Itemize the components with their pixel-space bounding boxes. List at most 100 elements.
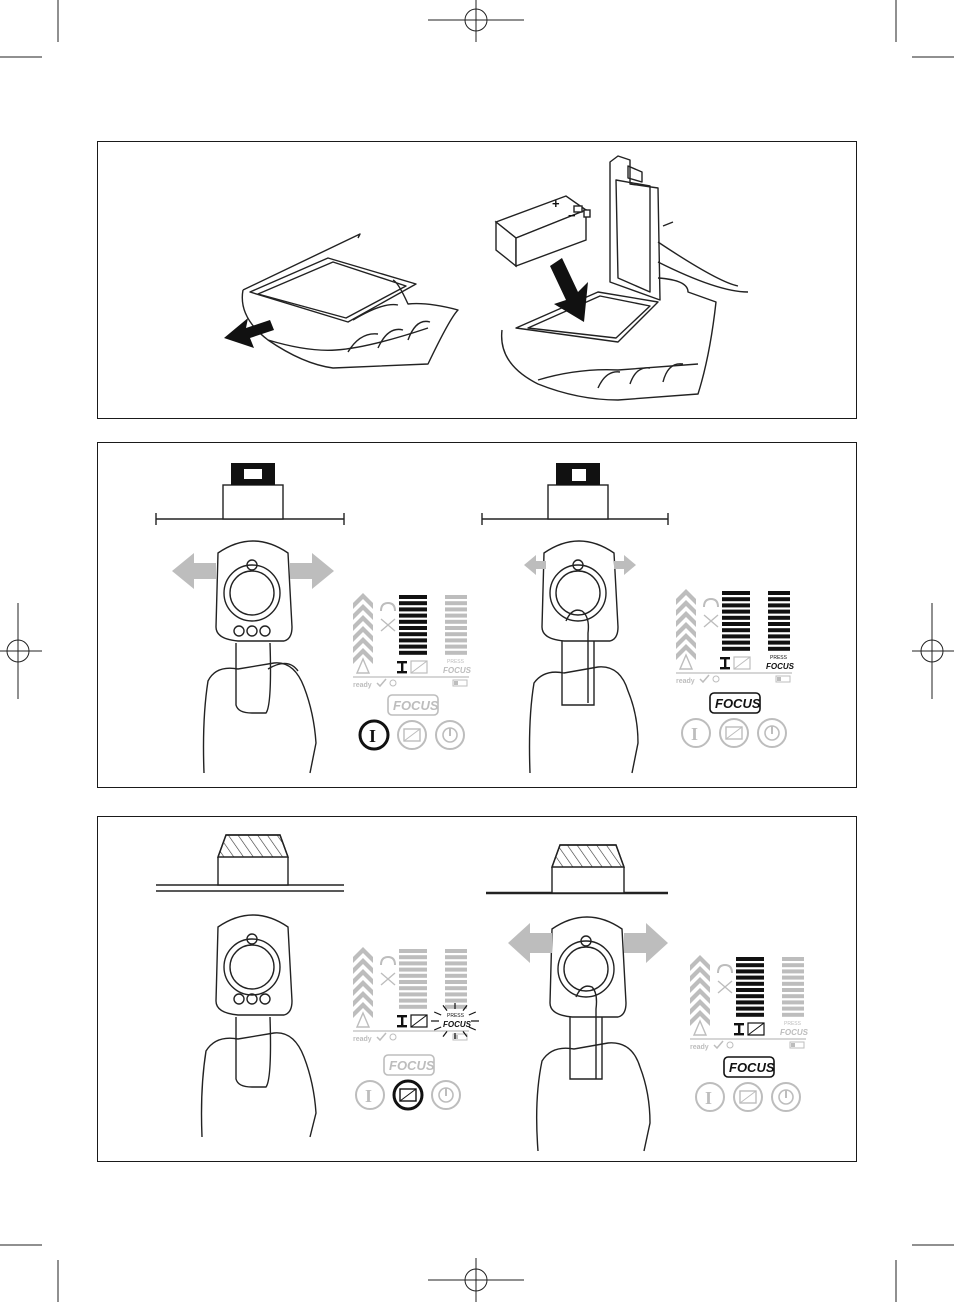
metal-button-symbol: I: [369, 726, 376, 746]
metal-level-bar: [722, 597, 750, 602]
magnet-icon: [717, 963, 733, 974]
metal-level-bar: [399, 619, 427, 624]
insert-arrow: [550, 258, 588, 322]
depth-level-bar: [768, 609, 790, 614]
focus-button-label: FOCUS: [729, 1060, 775, 1075]
battery-level-icon: [452, 1033, 468, 1041]
metal-level-bar: [399, 613, 427, 618]
metal-level-bar: [736, 981, 764, 986]
metal-level-bar: [399, 998, 427, 1003]
metal-level-bar: [399, 632, 427, 637]
depth-level-bar: [768, 646, 790, 651]
signal-chevron: [690, 988, 710, 1004]
depth-level-bar: [768, 603, 790, 608]
depth-level-bar: [782, 1000, 804, 1005]
signal-chevron: [676, 644, 696, 660]
depth-level-bar: [445, 619, 467, 624]
depth-level-bar: [768, 622, 790, 626]
depth-level-bar: [445, 949, 467, 953]
metal-level-bar: [736, 1000, 764, 1005]
depth-level-bar: [782, 988, 804, 992]
voltage-warning-icon: [678, 653, 694, 670]
metal-button-symbol: I: [705, 1088, 712, 1108]
metal-level-bar: [736, 994, 764, 999]
depth-level-bar: [445, 650, 467, 655]
depth-level-bar: [445, 980, 467, 984]
battery-level-icon: [789, 1041, 805, 1049]
metal-button-symbol: I: [691, 724, 698, 744]
focus-small-label: FOCUS: [443, 666, 472, 675]
battery-level-icon: [775, 675, 791, 683]
no-metal-icon: [703, 614, 719, 628]
voltage-warning-icon: [692, 1019, 708, 1036]
signal-chevron: [690, 977, 710, 993]
metal-level-bar: [722, 615, 750, 620]
ready-label: ready: [353, 682, 372, 689]
magnet-icon: [380, 955, 396, 966]
no-metal-icon: [717, 980, 733, 994]
depth-level-bar: [445, 986, 467, 991]
metal-level-bar: [722, 591, 750, 595]
depth-level-bar: [445, 1004, 467, 1009]
press-small-label: PRESS: [447, 1013, 465, 1019]
wood-mode-icon: [410, 1014, 428, 1028]
signal-chevron: [676, 633, 696, 649]
signal-chevron: [676, 600, 696, 616]
wood-step2-scene: [486, 844, 668, 1152]
depth-level-bar: [445, 638, 467, 643]
metal-level-bar: [736, 969, 764, 974]
voltage-warning-icon: [355, 1011, 371, 1028]
focus-button: [723, 1056, 775, 1078]
battery-illustration: + −: [224, 155, 749, 401]
flash-ray: [462, 1031, 468, 1037]
metal-level-bar: [399, 967, 427, 972]
metal-level-bar: [399, 992, 427, 997]
flash-ray: [468, 1011, 477, 1016]
depth-level-bar: [782, 1012, 804, 1017]
battery-9v: [494, 195, 591, 268]
light-icon: [712, 675, 720, 683]
metal-mode-button: [695, 1082, 725, 1112]
signal-chevron: [353, 1002, 373, 1018]
depth-level-bar: [445, 613, 467, 618]
no-metal-icon: [380, 972, 396, 986]
depth-level-bar: [782, 1006, 804, 1011]
signal-chevron: [690, 999, 710, 1015]
metal-level-bar: [399, 650, 427, 655]
flash-ray: [462, 1005, 468, 1011]
flash-ray: [468, 1026, 477, 1031]
battery-level-icon: [452, 679, 468, 687]
metal-level-bar: [399, 973, 427, 978]
depth-level-bar: [782, 963, 804, 968]
depth-level-bar: [445, 644, 467, 649]
metal-level-bar: [399, 607, 427, 612]
mode-buttons-metal-step1: FOCUS I: [358, 694, 465, 751]
press-small-label: PRESS: [447, 659, 465, 665]
focus-button-label: FOCUS: [389, 1058, 435, 1073]
metal-level-bar: [399, 595, 427, 599]
move-left-arrow: [172, 553, 216, 589]
ready-check-icon: [376, 1032, 387, 1042]
ready-check-icon: [376, 678, 387, 688]
move-left-arrow-small: [524, 555, 546, 575]
focus-button: [387, 694, 439, 716]
depth-level-bar: [768, 597, 790, 602]
depth-level-bar: [445, 607, 467, 612]
signal-chevron: [353, 980, 373, 996]
metal-level-bar: [399, 980, 427, 984]
focus-button-label: FOCUS: [393, 698, 439, 713]
focus-small-label: FOCUS: [766, 662, 795, 671]
magnet-icon: [380, 601, 396, 612]
mode-buttons-wood-step2: FOCUS I: [695, 1056, 801, 1112]
metal-step2-scene: [481, 463, 669, 774]
metal-level-bar: [736, 957, 764, 961]
metal-mode-button: [681, 718, 711, 748]
metal-level-bar: [722, 634, 750, 639]
depth-level-bar: [768, 628, 790, 633]
flash-ray: [442, 1031, 448, 1037]
